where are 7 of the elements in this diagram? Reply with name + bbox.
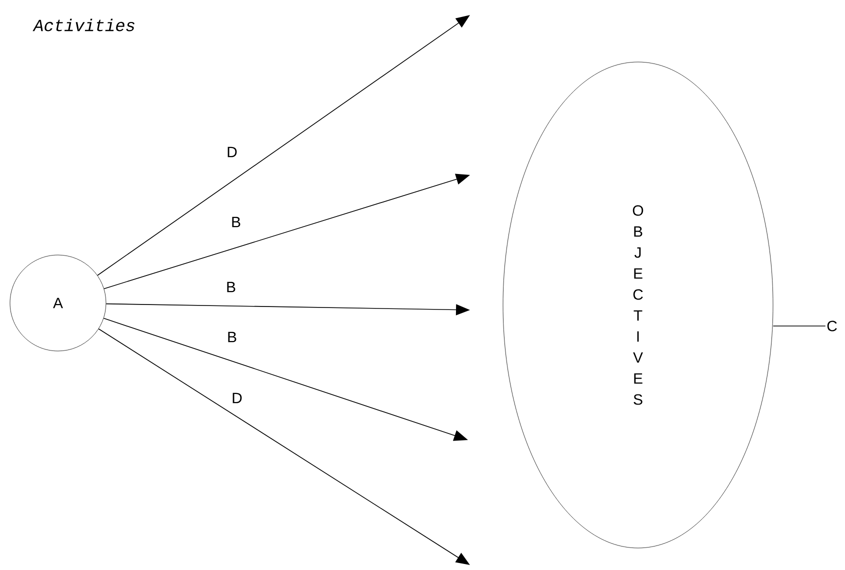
label-text: C	[827, 320, 837, 332]
edge-label: B	[230, 216, 242, 228]
title: Activities	[32, 18, 134, 32]
edge-label: D	[226, 146, 238, 158]
edge-label: B	[226, 330, 238, 344]
edge-label: D	[230, 392, 244, 404]
edge-label: B	[225, 280, 237, 294]
